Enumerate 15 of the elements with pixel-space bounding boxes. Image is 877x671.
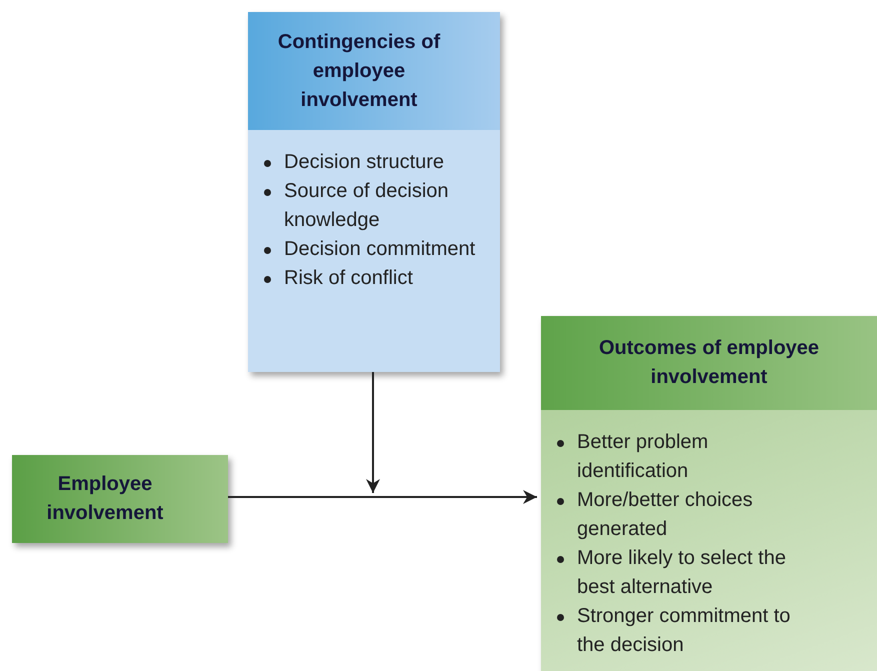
bullet-item: Decision structure	[284, 151, 444, 173]
bullet-item: Decision commitment	[284, 238, 476, 260]
panel-box	[248, 12, 500, 372]
bullet-item: More/better choices generated	[577, 489, 753, 540]
bullet-item: Source of decision knowledge	[284, 180, 449, 231]
bullet-item: Risk of conflict	[284, 267, 413, 289]
arrow	[228, 490, 537, 504]
panel-box	[541, 316, 877, 671]
arrow	[366, 372, 380, 493]
bullet-item: Stronger commitment to the decision	[577, 605, 790, 656]
panel-heading: Contingencies of employee involvement	[248, 12, 500, 130]
panel-heading: Outcomes of employee involvement	[541, 316, 877, 410]
bullet-item: Better problem identification	[577, 431, 708, 482]
bullet-item: More likely to select the best alternative	[577, 547, 786, 598]
panel-heading: Employee involvement	[12, 455, 228, 543]
